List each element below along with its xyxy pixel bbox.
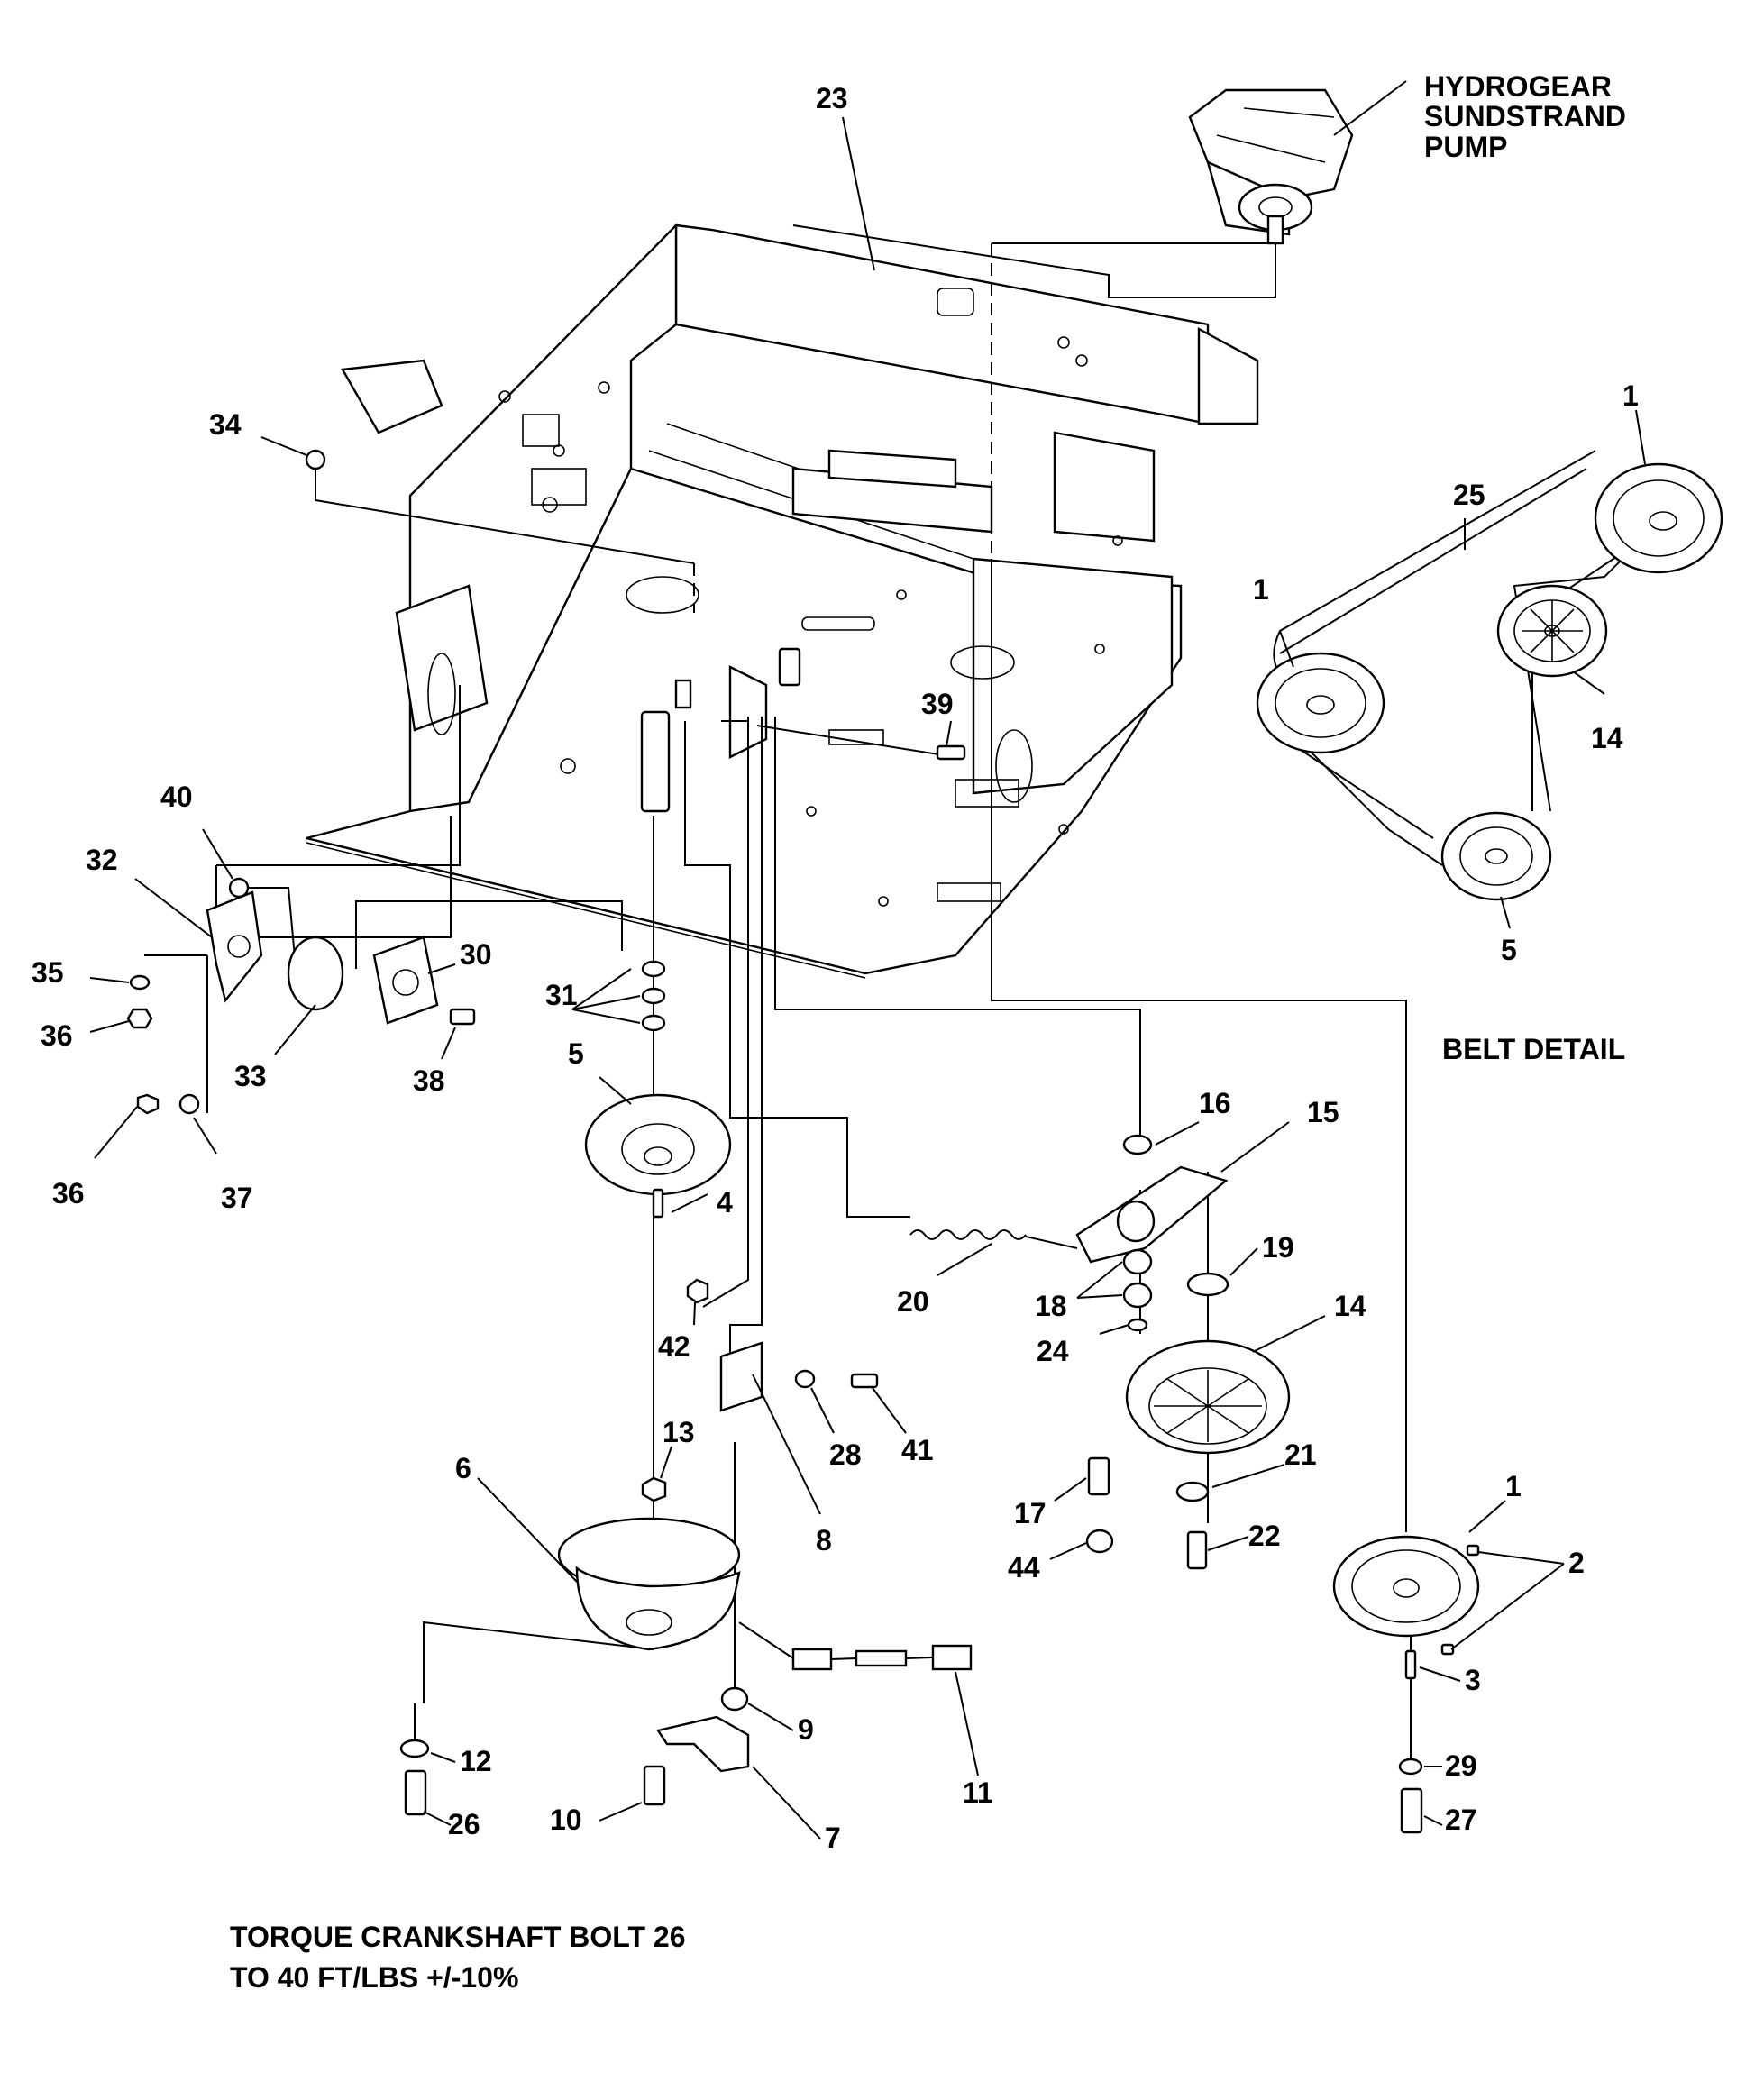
callout-10: 10 <box>550 1803 582 1836</box>
callout-36: 36 <box>41 1019 73 1052</box>
callout-32: 32 <box>86 844 118 876</box>
callout-23: 23 <box>816 82 848 114</box>
callout-35: 35 <box>32 956 64 989</box>
belt-detail-title: BELT DETAIL <box>1442 1033 1625 1065</box>
hydrogear-pump <box>1188 80 1407 245</box>
callout-2: 2 <box>1568 1547 1585 1579</box>
callout-37: 37 <box>221 1182 253 1214</box>
callout-33: 33 <box>234 1060 267 1092</box>
callout-15: 15 <box>1307 1096 1339 1128</box>
pump-title-line-3: PUMP <box>1424 131 1507 163</box>
torque-note-line-2: TO 40 FT/LBS +/-10% <box>230 1961 518 1994</box>
callout-12: 12 <box>460 1745 492 1777</box>
callout-13: 13 <box>663 1416 695 1448</box>
callout-6: 6 <box>455 1452 471 1484</box>
callout-27: 27 <box>1445 1803 1477 1836</box>
small-parts <box>126 449 1480 1834</box>
callout-17: 17 <box>1014 1497 1047 1529</box>
callout-8: 8 <box>816 1524 832 1557</box>
callout-22: 22 <box>1248 1520 1281 1552</box>
callout-7: 7 <box>825 1822 841 1854</box>
callout-39: 39 <box>921 688 954 720</box>
callout-18: 18 <box>1035 1290 1067 1322</box>
callout-leaders <box>89 116 1646 1840</box>
callout-11: 11 <box>963 1776 993 1809</box>
callout-1: 1 <box>1253 573 1269 606</box>
callout-14: 14 <box>1334 1290 1366 1322</box>
callout-5: 5 <box>568 1037 584 1070</box>
callout-42: 42 <box>658 1330 690 1363</box>
callout-30: 30 <box>460 938 492 971</box>
callout-31: 31 <box>545 979 578 1011</box>
callout-4: 4 <box>717 1186 733 1219</box>
torque-note-line-1: TORQUE CRANKSHAFT BOLT 26 <box>230 1921 686 1953</box>
callout-3: 3 <box>1465 1664 1481 1696</box>
callout-24: 24 <box>1037 1335 1069 1367</box>
callout-26: 26 <box>448 1808 480 1840</box>
callout-41: 41 <box>901 1434 934 1466</box>
pump-title: HYDROGEAR SUNDSTRAND PUMP <box>1424 70 1626 163</box>
pump-title-line-1: HYDROGEAR <box>1424 70 1612 103</box>
callout-1: 1 <box>1505 1470 1522 1502</box>
callout-38: 38 <box>413 1064 445 1097</box>
callout-14: 14 <box>1591 722 1623 754</box>
callout-44: 44 <box>1008 1551 1040 1584</box>
callout-25: 25 <box>1453 479 1485 511</box>
callout-5: 5 <box>1501 934 1517 966</box>
callout-34: 34 <box>209 408 242 441</box>
pump-title-line-2: SUNDSTRAND <box>1424 100 1626 132</box>
callout-19: 19 <box>1262 1231 1294 1264</box>
callout-labels: 23 34 1 25 1 14 5 39 40 32 30 35 36 33 3… <box>32 82 1639 1854</box>
callout-36: 36 <box>52 1177 85 1210</box>
callout-1: 1 <box>1622 379 1639 412</box>
belt-detail <box>1256 450 1723 901</box>
callout-28: 28 <box>829 1438 862 1471</box>
callout-16: 16 <box>1199 1087 1231 1119</box>
callout-29: 29 <box>1445 1749 1477 1782</box>
callout-20: 20 <box>897 1285 929 1318</box>
callout-40: 40 <box>160 781 193 813</box>
callout-9: 9 <box>798 1713 814 1746</box>
callout-21: 21 <box>1284 1438 1317 1471</box>
